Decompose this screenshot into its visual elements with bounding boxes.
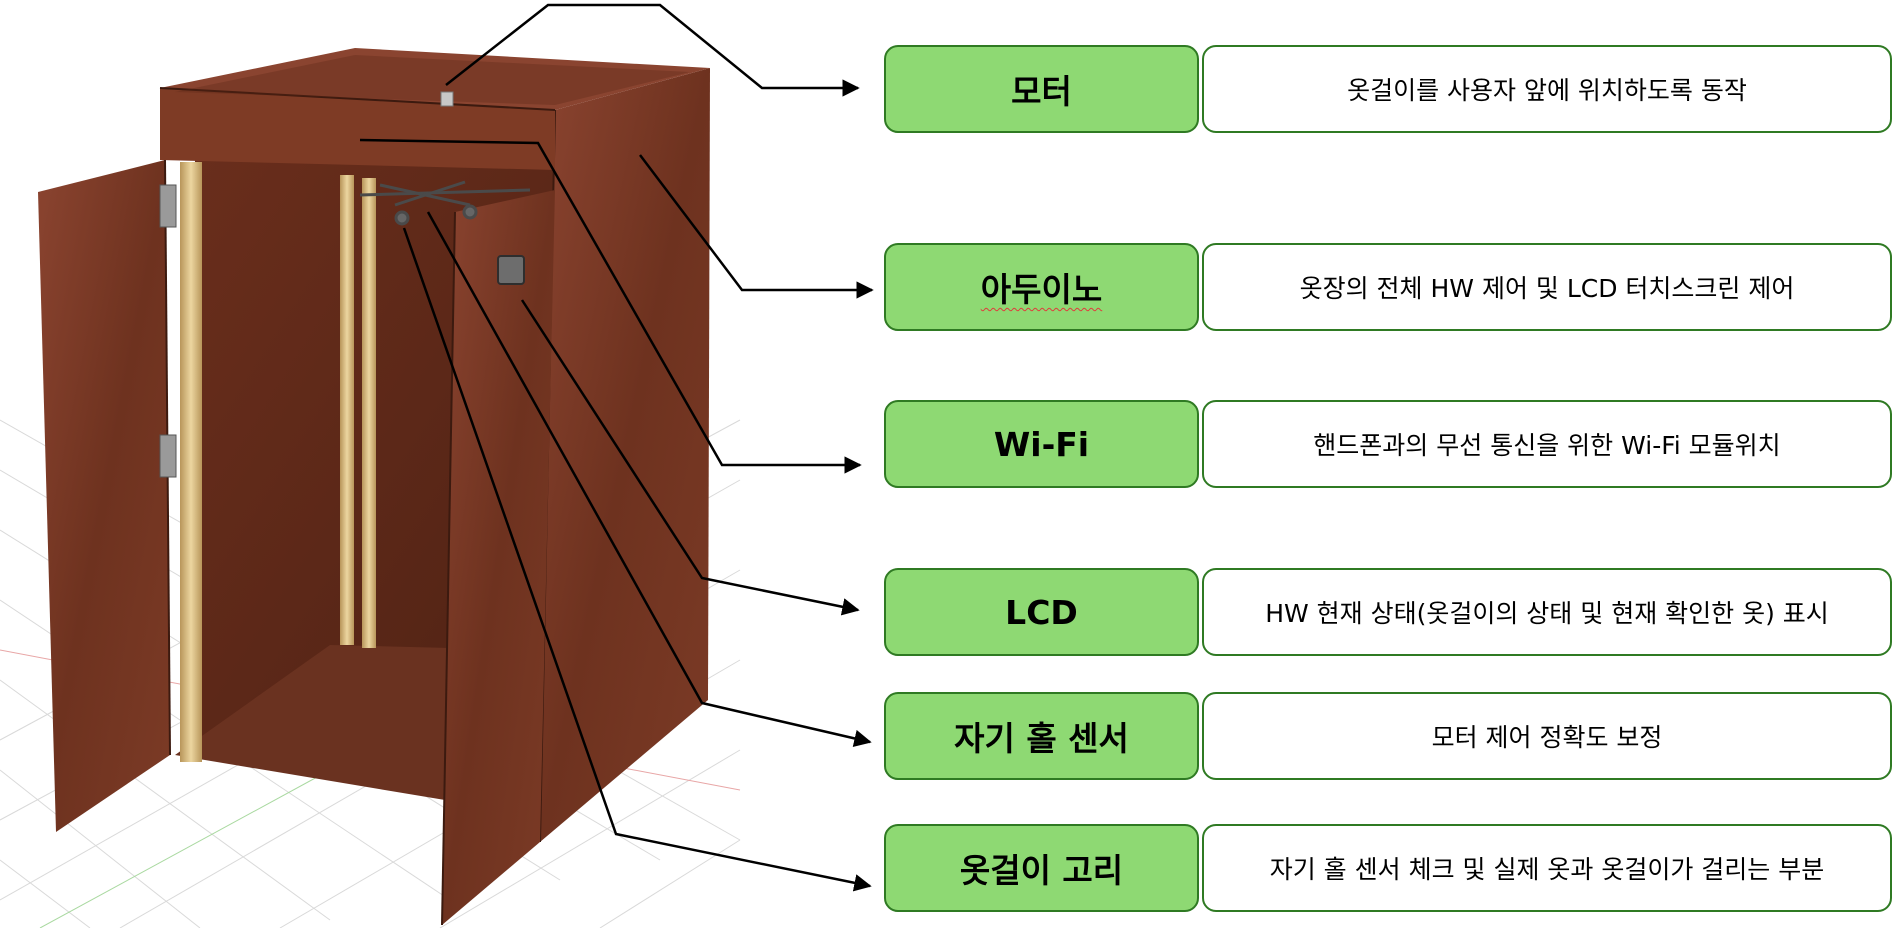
component-label-arduino: 아두이노 [884, 243, 1199, 331]
component-desc-text: 자기 홀 센서 체크 및 실제 옷과 옷걸이가 걸리는 부분 [1269, 855, 1825, 884]
component-label-wifi: Wi-Fi [884, 400, 1199, 488]
leader-motor [445, 3, 860, 97]
component-label-lcd: LCD [884, 568, 1199, 656]
leader-wifi [359, 138, 862, 474]
component-label-text: LCD [1005, 592, 1078, 632]
component-row-arduino: 아두이노 옷장의 전체 HW 제어 및 LCD 터치스크린 제어 [884, 243, 1892, 333]
component-row-wifi: Wi-Fi 핸드폰과의 무선 통신을 위한 Wi-Fi 모듈위치 [884, 400, 1892, 490]
leader-lines [359, 3, 874, 892]
component-desc-text: 옷걸이를 사용자 앞에 위치하도록 동작 [1347, 76, 1747, 105]
leader-lcd [520, 299, 860, 616]
component-desc-wifi: 핸드폰과의 무선 통신을 위한 Wi-Fi 모듈위치 [1202, 400, 1892, 488]
leader-arduino [639, 154, 874, 299]
component-desc-motor: 옷걸이를 사용자 앞에 위치하도록 동작 [1202, 45, 1892, 133]
component-desc-text: 모터 제어 정확도 보정 [1431, 723, 1663, 752]
hanger-mechanism [359, 180, 531, 226]
component-desc-hanger-hook: 자기 홀 센서 체크 및 실제 옷과 옷걸이가 걸리는 부분 [1202, 824, 1892, 912]
component-label-text: Wi-Fi [993, 424, 1090, 464]
component-row-hanger-hook: 옷걸이 고리 자기 홀 센서 체크 및 실제 옷과 옷걸이가 걸리는 부분 [884, 824, 1892, 914]
component-label-hall-sensor: 자기 홀 센서 [884, 692, 1199, 780]
component-desc-hall-sensor: 모터 제어 정확도 보정 [1202, 692, 1892, 780]
wardrobe-body [38, 48, 710, 926]
component-label-text: 아두이노 [980, 270, 1103, 309]
component-label-text: 옷걸이 고리 [959, 851, 1124, 890]
component-label-text: 모터 [1011, 72, 1072, 111]
component-label-hanger-hook: 옷걸이 고리 [884, 824, 1199, 912]
component-row-motor: 모터 옷걸이를 사용자 앞에 위치하도록 동작 [884, 45, 1892, 135]
component-row-lcd: LCD HW 현재 상태(옷걸이의 상태 및 현재 확인한 옷) 표시 [884, 568, 1892, 658]
leader-hook [402, 227, 872, 892]
component-label-text: 자기 홀 센서 [954, 719, 1129, 758]
component-row-hall-sensor: 자기 홀 센서 모터 제어 정확도 보정 [884, 692, 1892, 782]
component-desc-text: 옷장의 전체 HW 제어 및 LCD 터치스크린 제어 [1299, 274, 1795, 303]
component-desc-text: 핸드폰과의 무선 통신을 위한 Wi-Fi 모듈위치 [1313, 431, 1781, 460]
leader-hall-sensor [426, 211, 872, 747]
component-desc-text: HW 현재 상태(옷걸이의 상태 및 현재 확인한 옷) 표시 [1265, 599, 1829, 628]
component-desc-lcd: HW 현재 상태(옷걸이의 상태 및 현재 확인한 옷) 표시 [1202, 568, 1892, 656]
component-label-motor: 모터 [884, 45, 1199, 133]
component-desc-arduino: 옷장의 전체 HW 제어 및 LCD 터치스크린 제어 [1202, 243, 1892, 331]
